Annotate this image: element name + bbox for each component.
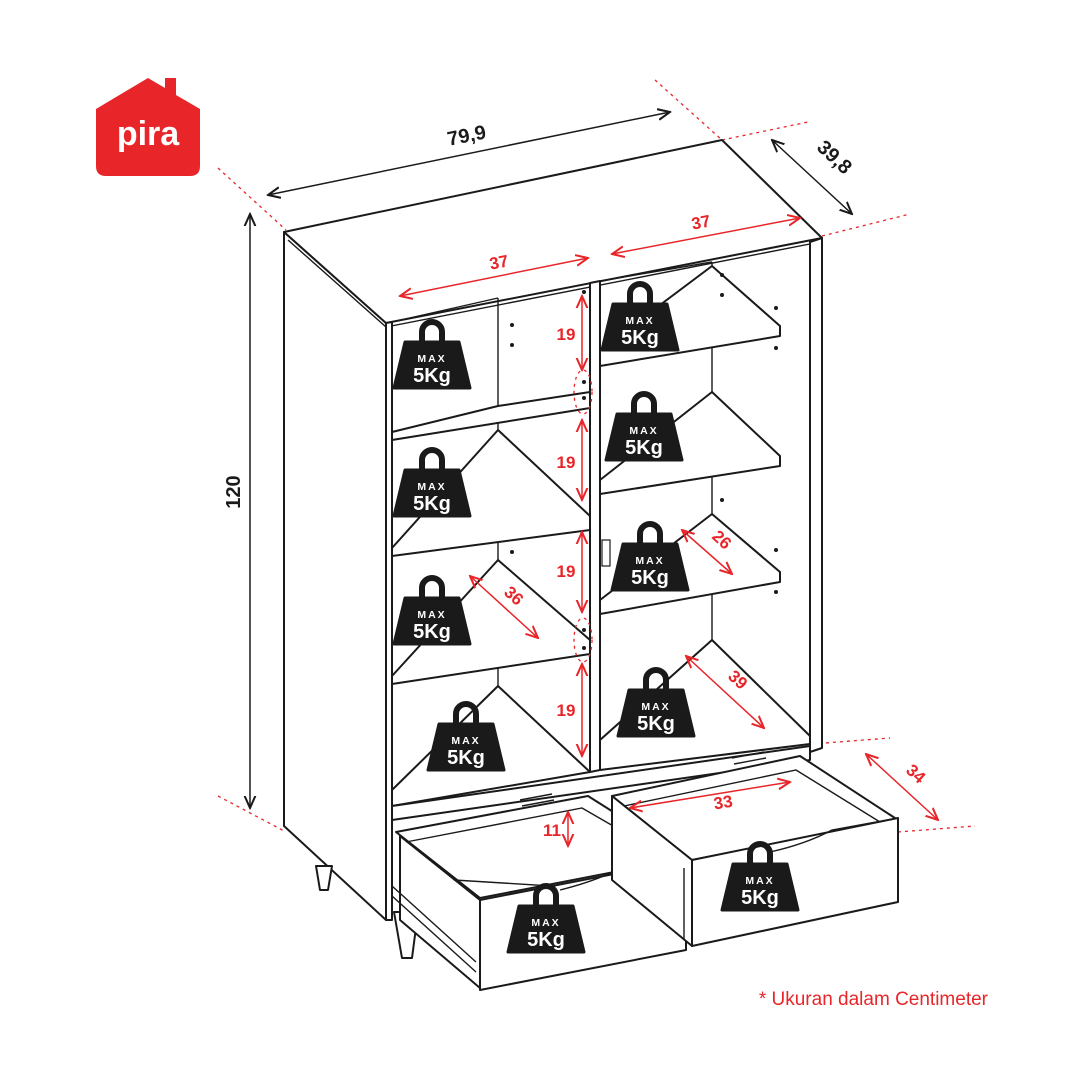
- weight-icon: MAX 5Kg: [606, 394, 682, 460]
- weight-icon: MAX 5Kg: [612, 524, 688, 590]
- unit-note: * Ukuran dalam Centimeter: [759, 989, 989, 1010]
- shelf-gap-1-label: 19: [557, 325, 576, 344]
- svg-text:5Kg: 5Kg: [527, 929, 565, 951]
- weight-icon: MAX 5Kg: [394, 322, 470, 388]
- shelf-gap-3-label: 19: [557, 562, 576, 581]
- drawer-height-label: 11: [543, 821, 561, 840]
- shelf-gap-4-label: 19: [557, 701, 576, 720]
- drawer-width-label: 33: [712, 792, 734, 814]
- weight-icon: MAX 5Kg: [618, 670, 694, 736]
- right-top-width-label: 37: [690, 211, 712, 233]
- svg-text:5Kg: 5Kg: [621, 327, 659, 349]
- svg-text:5Kg: 5Kg: [741, 887, 779, 909]
- depth-label: 39,8: [812, 136, 855, 179]
- svg-text:MAX: MAX: [417, 481, 446, 493]
- pira-logo: pira: [96, 78, 200, 176]
- svg-text:5Kg: 5Kg: [413, 493, 451, 515]
- shelf-gap-2-label: 19: [557, 453, 576, 472]
- svg-text:5Kg: 5Kg: [625, 437, 663, 459]
- weight-icon: MAX 5Kg: [428, 704, 504, 770]
- svg-text:5Kg: 5Kg: [447, 747, 485, 769]
- svg-text:MAX: MAX: [417, 609, 446, 621]
- svg-text:5Kg: 5Kg: [413, 621, 451, 643]
- weight-icon: MAX 5Kg: [722, 844, 798, 910]
- svg-text:5Kg: 5Kg: [413, 365, 451, 387]
- logo-text: pira: [117, 115, 180, 153]
- weight-icon: MAX 5Kg: [394, 450, 470, 516]
- svg-text:MAX: MAX: [629, 425, 658, 437]
- svg-text:5Kg: 5Kg: [631, 567, 669, 589]
- drawer-depth-label: 34: [902, 761, 929, 788]
- svg-text:MAX: MAX: [531, 917, 560, 929]
- svg-text:MAX: MAX: [641, 701, 670, 713]
- width-label: 79,9: [446, 121, 489, 150]
- height-label: 120: [223, 475, 245, 508]
- left-top-width-label: 37: [488, 251, 510, 273]
- svg-text:5Kg: 5Kg: [637, 713, 675, 735]
- weight-icon: MAX 5Kg: [508, 886, 584, 952]
- weight-icon: MAX 5Kg: [602, 284, 678, 350]
- svg-text:MAX: MAX: [417, 353, 446, 365]
- svg-text:MAX: MAX: [635, 555, 664, 567]
- svg-text:MAX: MAX: [745, 875, 774, 887]
- weight-badges: MAX 5Kg MAX 5Kg MAX 5Kg MAX 5Kg MAX 5Kg …: [394, 284, 798, 952]
- weight-icon: MAX 5Kg: [394, 578, 470, 644]
- svg-text:MAX: MAX: [451, 735, 480, 747]
- svg-text:MAX: MAX: [625, 315, 654, 327]
